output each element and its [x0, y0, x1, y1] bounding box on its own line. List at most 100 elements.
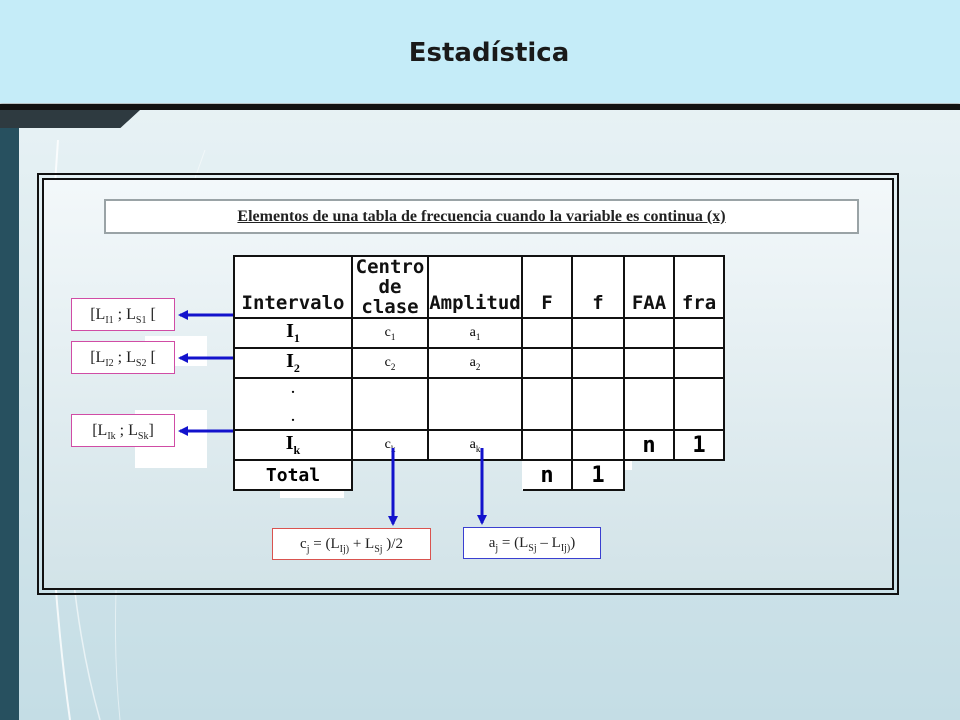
cell-intervalo: I2	[233, 347, 353, 379]
cell-fra	[673, 317, 725, 349]
table-header-row: Intervalo Centro de clase Amplitud F f F…	[233, 255, 725, 319]
cell-intervalo: Ik	[233, 429, 353, 461]
cell-text: a	[469, 354, 476, 370]
interval-subscript: S1	[135, 315, 147, 327]
cell-F	[521, 317, 573, 349]
cell-f	[571, 347, 625, 379]
page-title: Estadística	[408, 38, 570, 68]
interval-subscript: Ik	[107, 431, 116, 443]
interval-text: ; L	[115, 422, 138, 439]
cell-centro	[351, 377, 429, 431]
cell-subscript: 1	[475, 331, 481, 342]
formula-text: c	[300, 536, 307, 552]
cell-fra: 1	[673, 429, 725, 461]
formula-subscript: j	[495, 543, 499, 554]
cell-subscript: k	[390, 443, 396, 454]
interval-subscript: S2	[135, 358, 147, 370]
cell-intervalo: I1	[233, 317, 353, 349]
cell-subscript: k	[475, 443, 481, 454]
cell-amplitud: a1	[427, 317, 523, 349]
formula-subscript: Sj	[374, 544, 383, 555]
cell-text: a	[469, 324, 476, 340]
cell-amplitud	[427, 377, 523, 431]
cell-subscript: 2	[293, 361, 300, 375]
interval-text: [	[146, 349, 156, 366]
cell-text: c	[384, 324, 391, 340]
cell-f	[571, 317, 625, 349]
interval-label-k: [LIk ; LSk]	[71, 414, 175, 447]
left-accent-bar	[0, 128, 19, 720]
title-bar	[0, 0, 960, 103]
header-F: F	[521, 255, 573, 319]
table-row: I1 c1 a1	[233, 317, 725, 349]
interval-subscript: Sk	[137, 431, 149, 443]
panel-subtitle: Elementos de una tabla de frecuencia cua…	[104, 199, 859, 234]
cell-text: I	[286, 350, 294, 372]
cell-fra	[673, 377, 725, 431]
formula-text: – L	[536, 535, 561, 551]
cell-F	[521, 377, 573, 431]
table-row-ellipsis: ..	[233, 377, 725, 431]
cell-centro: c2	[351, 347, 429, 379]
header-divider	[0, 104, 960, 110]
frequency-table: Intervalo Centro de clase Amplitud F f F…	[233, 255, 725, 491]
header-f: f	[571, 255, 625, 319]
formula-text: = (L	[309, 536, 340, 552]
cell-FAA	[623, 377, 675, 431]
cell-ellipsis: ..	[233, 377, 353, 431]
cell-subscript: 2	[475, 361, 481, 372]
interval-text: ]	[148, 422, 154, 439]
header-FAA: FAA	[623, 255, 675, 319]
cell-amplitud: ak	[427, 429, 523, 461]
cell-FAA	[623, 317, 675, 349]
interval-text: [L	[90, 349, 106, 366]
formula-subscript: Ij)	[339, 544, 350, 555]
cell-centro: ck	[351, 429, 429, 461]
cell-empty	[428, 460, 522, 490]
cell-f	[571, 377, 625, 431]
amplitude-formula: aj = (LSj – LIj))	[463, 527, 601, 559]
content-frame-outer	[37, 173, 899, 595]
cell-centro: c1	[351, 317, 429, 349]
header-centro-line2: de clase	[361, 276, 419, 318]
cell-F	[521, 347, 573, 379]
cell-total-f: 1	[571, 459, 625, 491]
cell-text: a	[469, 436, 476, 452]
table-total-row: Total n 1	[233, 459, 724, 491]
cell-subscript: 2	[390, 361, 396, 372]
interval-subscript: I1	[105, 315, 114, 327]
cell-text: I	[285, 432, 294, 454]
cell-total-label: Total	[233, 459, 353, 491]
header-amplitud: Amplitud	[427, 255, 523, 319]
formula-text: )/2	[382, 536, 403, 552]
interval-text: [L	[90, 306, 106, 323]
dot: .	[291, 410, 295, 425]
interval-label-1: [LI1 ; LS1 [	[71, 298, 175, 331]
cell-text: c	[384, 354, 391, 370]
class-center-formula: cj = (LIj) + LSj )/2	[272, 528, 431, 560]
header-centro-de-clase: Centro de clase	[351, 255, 429, 319]
cell-subscript: k	[293, 443, 301, 457]
interval-text: ; L	[113, 306, 136, 323]
cell-f	[571, 429, 625, 461]
cell-amplitud: a2	[427, 347, 523, 379]
formula-text: = (L	[498, 535, 529, 551]
cell-empty	[674, 460, 724, 490]
formula-text: )	[570, 535, 576, 551]
cell-fra	[673, 347, 725, 379]
dot: .	[291, 382, 295, 397]
header-fra: fra	[673, 255, 725, 319]
header-divider-accent	[0, 110, 140, 128]
cell-text: I	[286, 320, 294, 342]
table-row: Ik ck ak n 1	[233, 429, 725, 461]
formula-subscript: j	[306, 544, 310, 555]
interval-text: [L	[92, 422, 108, 439]
cell-subscript: 1	[390, 331, 396, 342]
formula-text: a	[488, 535, 496, 551]
header-intervalo: Intervalo	[233, 255, 353, 319]
cell-subscript: 1	[293, 331, 300, 345]
cell-FAA	[623, 347, 675, 379]
cell-text: c	[384, 436, 391, 452]
cell-empty	[624, 460, 674, 490]
interval-label-2: [LI2 ; LS2 [	[71, 341, 175, 374]
